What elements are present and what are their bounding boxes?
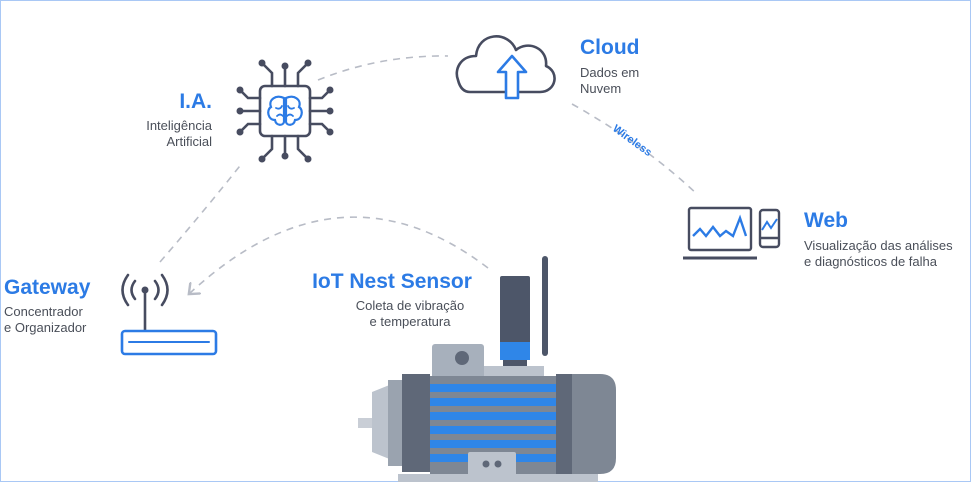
cloud-description-line2: Nuvem <box>580 81 622 96</box>
web-description-line2: e diagnósticos de falha <box>804 254 937 269</box>
ai-chip-icon <box>236 59 334 163</box>
ia-description-line1: Inteligência <box>146 118 212 133</box>
ia-title: I.A. <box>179 90 212 113</box>
connector-gateway-ia <box>159 161 244 263</box>
gateway-title: Gateway <box>4 276 91 299</box>
connector-ia-cloud <box>317 55 449 81</box>
web-description-line1: Visualização das análises <box>804 238 953 253</box>
sensor-description-line2: e temperatura <box>369 314 451 329</box>
gateway-description-line2: e Organizador <box>4 320 87 335</box>
connector-sensor-gateway <box>190 216 489 293</box>
web-devices-icon <box>683 206 781 260</box>
wireless-label: Wireless <box>610 123 654 159</box>
gateway-description-line1: Concentrador <box>4 304 83 319</box>
motor-with-sensor-illustration <box>358 256 616 482</box>
connectors <box>159 55 699 293</box>
connector-cloud-web <box>571 103 699 196</box>
sensor-description-line1: Coleta de vibração <box>355 298 465 313</box>
cloud-description-line1: Dados em <box>580 65 640 80</box>
web-title: Web <box>804 209 848 232</box>
sensor-title: IoT Nest Sensor <box>312 270 472 293</box>
gateway-router-icon <box>120 273 218 356</box>
cloud-upload-icon <box>455 35 556 100</box>
ia-description-line2: Artificial <box>166 134 212 149</box>
cloud-title: Cloud <box>580 36 640 59</box>
